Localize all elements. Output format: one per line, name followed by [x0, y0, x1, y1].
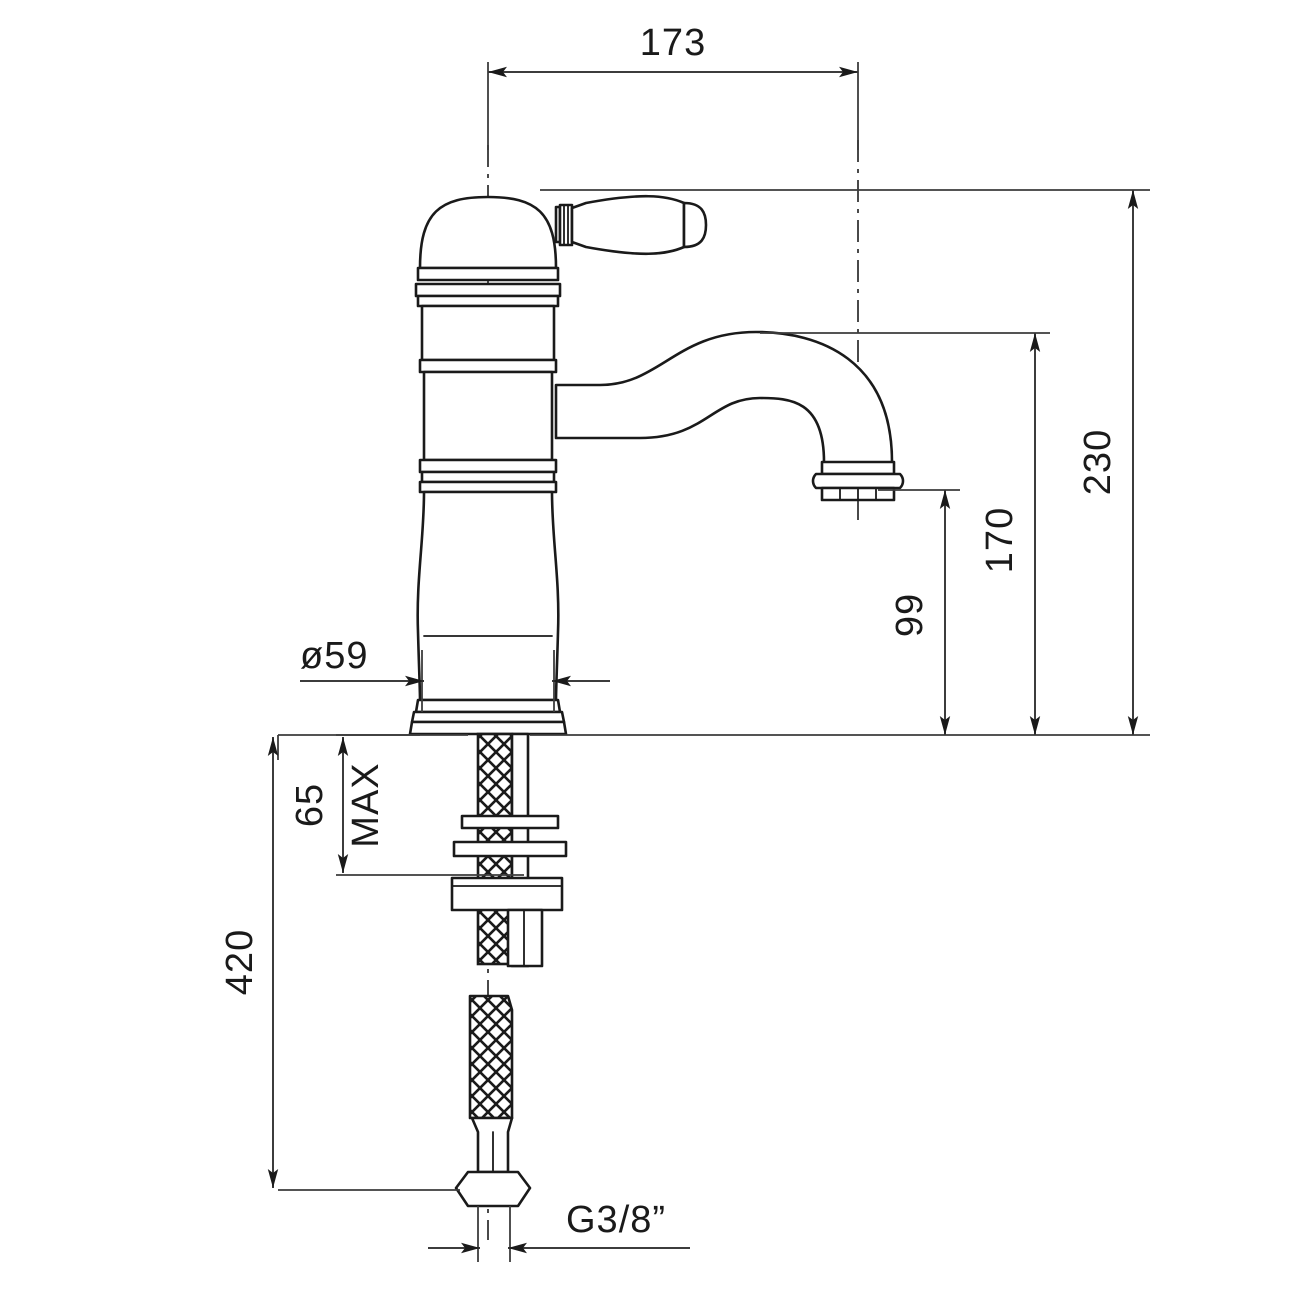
dim-label-dia59: ø59 — [300, 635, 368, 677]
dim-label-173: 173 — [640, 22, 706, 64]
dimension-overall-height: 230 — [540, 189, 1150, 735]
mounting-hardware — [450, 814, 568, 968]
mounting-washer-upper — [460, 814, 560, 830]
dimension-base-diameter: ø59 — [300, 635, 610, 712]
mounting-washer-lower — [452, 840, 568, 858]
spout-aerator — [811, 460, 905, 502]
dimension-outlet-height: 99 — [878, 489, 960, 735]
dimension-spout-height: 170 — [760, 332, 1050, 735]
hose-hex-nut — [454, 1170, 532, 1208]
dimension-spout-reach: 173 — [487, 22, 859, 150]
faucet-body — [408, 195, 568, 736]
dimension-thread-size: G3/8” — [428, 1199, 690, 1262]
braided-flex-hose — [468, 994, 514, 1174]
dim-label-65: 65 — [289, 783, 331, 827]
dimension-max-thickness: 65 MAX — [289, 734, 524, 876]
nut-stud — [506, 908, 544, 968]
dim-label-g38: G3/8” — [566, 1199, 666, 1241]
faucet-assembly — [408, 194, 905, 1208]
curved-spout — [554, 330, 894, 474]
dim-label-99: 99 — [889, 593, 931, 637]
dim-label-170: 170 — [979, 507, 1021, 573]
dim-label-420: 420 — [219, 929, 261, 995]
dimension-hose-length: 420 — [219, 735, 460, 1191]
dim-label-max: MAX — [345, 762, 387, 847]
dim-label-230: 230 — [1077, 429, 1119, 495]
mounting-nut — [450, 876, 564, 912]
lever-handle — [554, 194, 708, 256]
